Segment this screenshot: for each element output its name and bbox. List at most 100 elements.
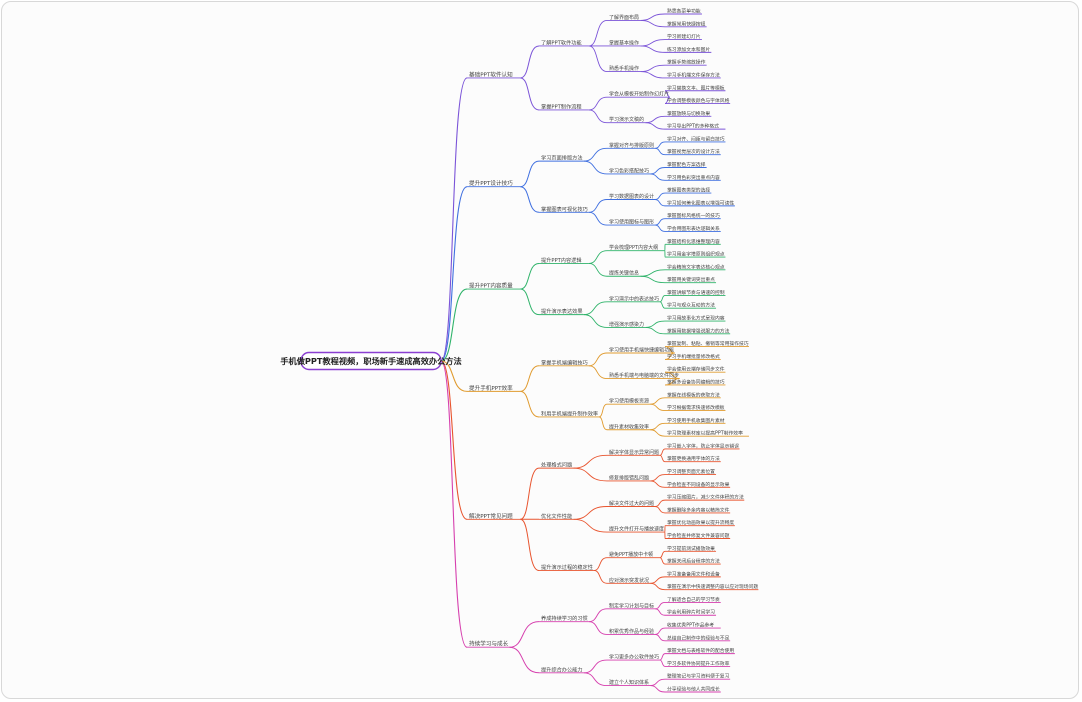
branch-node[interactable]: 解决PPT常见问题	[469, 512, 513, 520]
subtopic-node[interactable]: 学会从模板开始制作幻灯片	[609, 91, 669, 98]
topic-leaf[interactable]: 学习多软件协同提升工作效率	[667, 660, 730, 667]
topic-node[interactable]: 优化文件性能	[541, 512, 572, 520]
topic-node[interactable]: 提升演示过程的稳定性	[541, 563, 593, 571]
topic-node[interactable]: 了解PPT软件功能	[541, 38, 582, 46]
branch-node[interactable]: 提升PPT内容质量	[469, 282, 513, 290]
topic-leaf[interactable]: 学习手机端文件保存方法	[667, 71, 720, 78]
subtopic-node[interactable]: 提炼关键信息	[609, 270, 639, 277]
topic-leaf[interactable]: 掌握结构化思维整理内容	[667, 238, 720, 245]
topic-leaf[interactable]: 掌握用关键词突出重点	[667, 276, 715, 283]
topic-leaf[interactable]: 整理笔记与学习资料便于复习	[667, 673, 730, 680]
topic-leaf[interactable]: 学习根据需求快速修改模板	[667, 404, 725, 411]
subtopic-node[interactable]: 掌握对齐与排版原则	[609, 142, 654, 149]
topic-leaf[interactable]: 学会调整模板颜色与字体风格	[667, 97, 730, 104]
subtopic-node[interactable]: 学习使用手机端快捷编辑功能	[609, 347, 674, 354]
subtopic-node[interactable]: 学习演示文稿的	[609, 116, 644, 123]
topic-leaf[interactable]: 掌握用数据增强说服力的方法	[667, 327, 730, 334]
topic-leaf[interactable]: 学习调整页面元素位置	[667, 468, 715, 475]
subtopic-node[interactable]: 学习演示中的表达技巧	[609, 295, 659, 302]
topic-node[interactable]: 提升综合办公能力	[541, 665, 583, 673]
topic-leaf[interactable]: 学习使用手机收集图片素材	[667, 417, 725, 424]
topic-leaf[interactable]: 掌握多设备协同编辑的技巧	[667, 378, 725, 385]
topic-leaf[interactable]: 学习提前测试播放效果	[667, 545, 715, 552]
subtopic-node[interactable]: 应对演示突发状况	[609, 577, 649, 584]
topic-leaf[interactable]: 掌握讲解节奏与语速的控制	[667, 289, 725, 296]
branch-node[interactable]: 基础PPT软件认知	[469, 70, 513, 78]
topic-leaf[interactable]: 掌握手势缩放操作	[667, 59, 706, 66]
topic-leaf[interactable]: 掌握优化动画效果以提升流畅度	[667, 519, 734, 526]
subtopic-node[interactable]: 解决字体显示异常问题	[609, 449, 659, 456]
subtopic-node[interactable]: 学习使用模板资源	[609, 398, 649, 405]
topic-node[interactable]: 掌握PPT制作流程	[541, 102, 582, 110]
subtopic-node[interactable]: 掌握基本操作	[609, 39, 639, 46]
topic-node[interactable]: 养成持续学习的习惯	[541, 614, 588, 622]
topic-leaf[interactable]: 学习对齐、间距与留白技巧	[667, 135, 725, 142]
topic-leaf[interactable]: 学习手机端批量修改格式	[667, 353, 720, 360]
topic-leaf[interactable]: 学习导出PPT的多种格式	[667, 123, 719, 130]
topic-leaf[interactable]: 学会用图形表达逻辑关系	[667, 225, 720, 232]
topic-node[interactable]: 利用手机端提升制作效率	[541, 409, 598, 417]
subtopic-node[interactable]: 提升素材收集效率	[609, 423, 649, 430]
subtopic-node[interactable]: 增强演示感染力	[609, 321, 644, 328]
topic-leaf[interactable]: 学会使用云端存储同步文件	[667, 366, 725, 373]
topic-node[interactable]: 掌握手机端编辑技巧	[541, 358, 588, 366]
topic-leaf[interactable]: 分享经验与他人共同成长	[667, 686, 720, 693]
subtopic-node[interactable]: 了解界面布局	[609, 14, 639, 21]
subtopic-node[interactable]: 解决文件过大的问题	[609, 500, 654, 507]
branch-node[interactable]: 提升手机PPT效率	[469, 384, 513, 392]
subtopic-node[interactable]: 熟悉手机端与电脑端的文件同步	[609, 372, 679, 379]
topic-leaf[interactable]: 掌握关闭后台程序的方法	[667, 558, 720, 565]
topic-leaf[interactable]: 熟悉各菜单功能	[667, 8, 701, 15]
subtopic-node[interactable]: 制定学习计划与目标	[609, 602, 654, 609]
topic-leaf[interactable]: 掌握图表类型的选择	[667, 187, 710, 194]
subtopic-node[interactable]: 避免PPT播放中卡顿	[609, 551, 653, 558]
subtopic-node[interactable]: 修复排版错乱问题	[609, 474, 649, 481]
topic-leaf[interactable]: 学习与观众互动的方法	[667, 302, 715, 309]
root-node[interactable]: 手机做PPT教程视频，职场新手速成高效办公方法	[280, 351, 462, 371]
topic-leaf[interactable]: 学习新建幻灯片	[667, 33, 701, 40]
topic-leaf[interactable]: 学习用金字塔原则组织观点	[667, 251, 725, 258]
topic-leaf[interactable]: 收集优秀PPT作品参考	[667, 622, 714, 629]
topic-leaf[interactable]: 学习压缩图片，减少文件体积的方法	[667, 494, 744, 501]
topic-leaf[interactable]: 学会精简文字表达核心观点	[667, 263, 725, 270]
topic-leaf[interactable]: 掌握删除多余内容以精简文件	[667, 506, 730, 513]
subtopic-node[interactable]: 学习数据图表的设计	[609, 193, 654, 200]
topic-leaf[interactable]: 掌握在线模板的获取方法	[667, 391, 720, 398]
topic-leaf[interactable]: 掌握图标风格统一的技巧	[667, 212, 720, 219]
topic-leaf[interactable]: 掌握常用快捷按钮	[667, 20, 706, 27]
topic-leaf[interactable]: 学习管理素材库以提高PPT制作效率	[667, 430, 743, 437]
topic-node[interactable]: 处理格式问题	[541, 461, 572, 469]
topic-node[interactable]: 掌握图表可视化技巧	[541, 205, 588, 213]
subtopic-node[interactable]: 学习更多办公软件技巧	[609, 654, 659, 661]
topic-leaf[interactable]: 学会检查并修复文件兼容问题	[667, 532, 730, 539]
topic-leaf[interactable]: 学习替换文本、图片等模板	[667, 84, 725, 91]
topic-leaf[interactable]: 学会利用碎片时间学习	[667, 609, 715, 616]
subtopic-node[interactable]: 学会梳理PPT内容大纲	[609, 244, 658, 251]
topic-leaf[interactable]: 掌握文档与表格软件的配合使用	[667, 647, 734, 654]
topic-leaf[interactable]: 掌握复制、粘贴、撤销等常用操作技巧	[667, 340, 749, 347]
subtopic-node[interactable]: 学习使用图标与图形	[609, 219, 654, 226]
topic-node[interactable]: 学习页面排版方法	[541, 154, 583, 162]
subtopic-node[interactable]: 学习色彩搭配技巧	[609, 167, 649, 174]
topic-leaf[interactable]: 学习用故事化方式呈现内容	[667, 315, 725, 322]
topic-leaf[interactable]: 掌握配色方案选择	[667, 161, 706, 168]
topic-leaf[interactable]: 掌握在演示中快速调整内容以应对现场问题	[667, 583, 758, 590]
topic-leaf[interactable]: 掌握更换通用字体的方法	[667, 455, 720, 462]
topic-leaf[interactable]: 掌握视觉层次的设计方法	[667, 148, 720, 155]
topic-leaf[interactable]: 总结自己制作中的经验与不足	[667, 634, 730, 641]
topic-node[interactable]: 提升PPT内容逻辑	[541, 256, 582, 264]
branch-node[interactable]: 提升PPT设计技巧	[469, 179, 513, 187]
topic-leaf[interactable]: 学习准备备用文件和设备	[667, 570, 720, 577]
subtopic-node[interactable]: 建立个人知识体系	[609, 679, 649, 686]
topic-leaf[interactable]: 掌握放映与切换效果	[667, 110, 710, 117]
subtopic-node[interactable]: 积累优秀作品与经验	[609, 628, 654, 635]
branch-node[interactable]: 持续学习与成长	[469, 640, 509, 648]
topic-node[interactable]: 提升演示表达效果	[541, 307, 583, 315]
topic-leaf[interactable]: 学会检查不同设备的显示效果	[667, 481, 730, 488]
topic-leaf[interactable]: 练习添加文本和图片	[667, 46, 710, 53]
topic-leaf[interactable]: 了解适合自己的学习节奏	[667, 596, 720, 603]
topic-leaf[interactable]: 学习如何美化图表以增强可读性	[667, 199, 734, 206]
topic-leaf[interactable]: 学习用色彩突出重点内容	[667, 174, 720, 181]
topic-leaf[interactable]: 学习嵌入字体，防止字体显示错误	[667, 442, 739, 449]
subtopic-node[interactable]: 熟悉手机操作	[609, 65, 639, 72]
